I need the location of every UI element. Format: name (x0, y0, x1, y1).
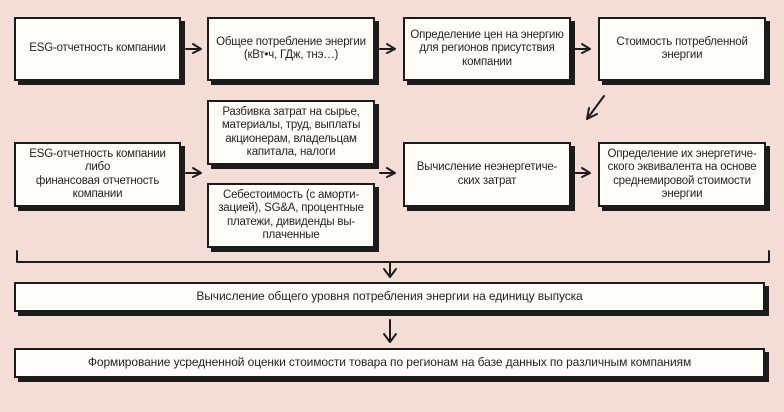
node-energy-equivalent: Определение их энергетиче- ского эквивал… (598, 142, 766, 207)
node-esg-or-financial-report: ESG-отчетность компании либо финансовая … (14, 142, 181, 207)
arrow-non-energy-to-equivalent (574, 167, 591, 178)
node-total-energy-consumption: Общее потребление энергии (кВт•ч, ГДж, т… (207, 17, 375, 81)
node-cost-breakdown: Разбивка затрат на сырье, материалы, тру… (207, 100, 375, 165)
node-non-energy-costs: Вычисление неэнергетиче- ских затрат (403, 142, 571, 207)
collector-line (16, 250, 770, 263)
arrow-diagonal-cost-to-middle-row (586, 95, 605, 120)
arrow-down-to-averaged (383, 319, 397, 343)
node-esg-report: ESG-отчетность компании (14, 17, 181, 81)
arrow-report-to-breakdown (185, 167, 202, 178)
node-energy-prices-by-region: Определение цен на энергию для регионов … (403, 17, 571, 81)
arrow-total-energy-to-prices (379, 43, 396, 54)
node-averaged-cost-estimate: Формирование усредненной оценки стоимост… (14, 348, 765, 378)
arrow-esg-to-total-energy (185, 43, 202, 54)
arrow-prices-to-cost (574, 43, 591, 54)
node-energy-per-unit-output: Вычисление общего уровня потребления эне… (14, 282, 765, 312)
arrow-down-to-per-unit (383, 261, 397, 278)
arrow-breakdown-to-non-energy (379, 167, 396, 178)
node-consumed-energy-cost: Стоимость потребленной энергии (598, 17, 766, 81)
node-cost-structure: Себестоимость (с аморти- зацией), SG&A, … (207, 183, 375, 248)
